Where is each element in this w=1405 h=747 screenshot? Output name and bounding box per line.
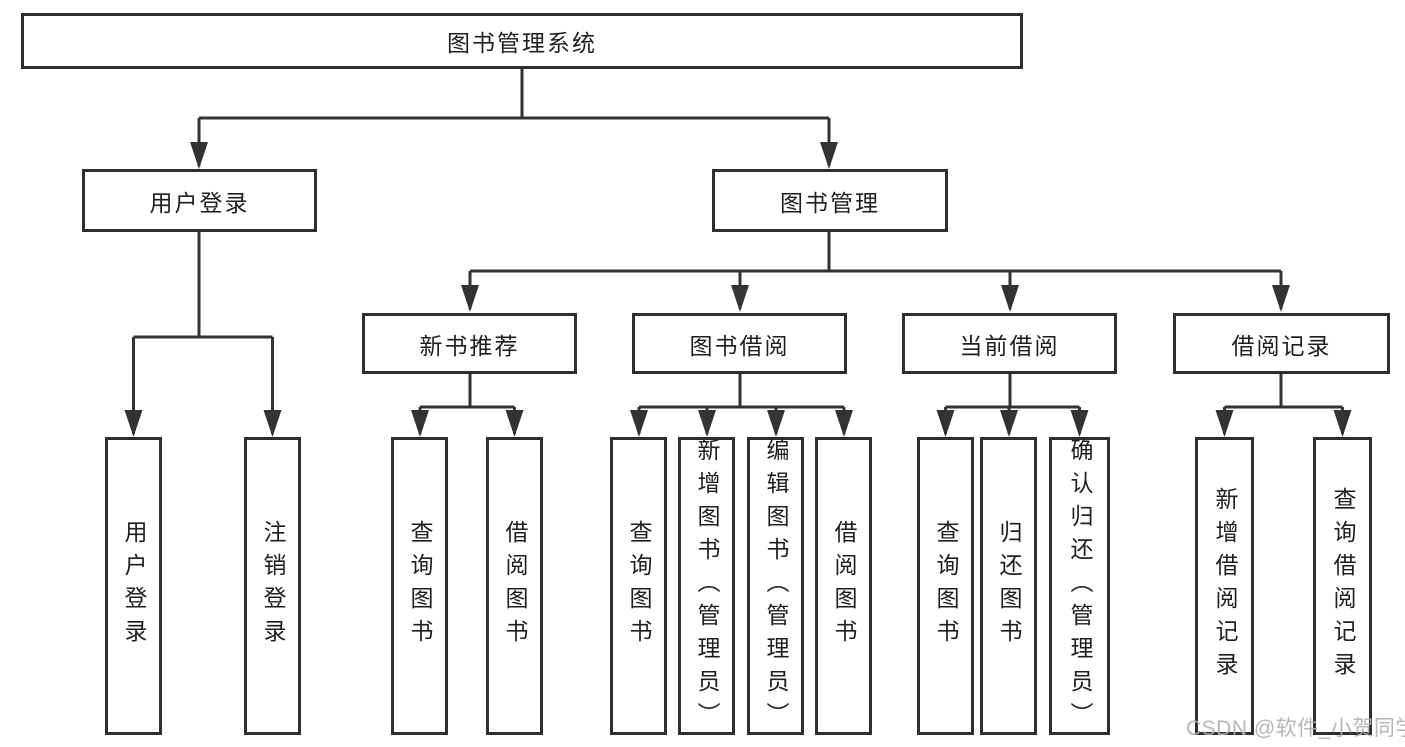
leaf-borrow-books-recommend-label: 借阅图书: [502, 520, 528, 652]
leaf-query-borrowing-record: 查询借阅记录: [1313, 437, 1372, 735]
node-book-management: 图书管理: [712, 169, 948, 232]
node-user-login-module: 用户登录: [82, 169, 317, 232]
leaf-query-books-recommend: 查询图书: [391, 437, 448, 735]
leaf-logout-label: 注销登录: [260, 520, 286, 652]
leaf-query-books-borrowing-label: 查询图书: [626, 520, 652, 652]
node-current-borrowing: 当前借阅: [902, 313, 1117, 374]
node-library-management-system: 图书管理系统: [21, 13, 1023, 69]
leaf-user-login-label: 用户登录: [121, 520, 147, 652]
leaf-confirm-return-admin-label: 确认归还（管理员）: [1067, 437, 1093, 735]
leaf-add-book-admin: 新增图书（管理员）: [678, 437, 735, 735]
leaf-borrow-books-borrowing: 借阅图书: [815, 437, 872, 735]
node-book-borrowing: 图书借阅: [632, 313, 847, 374]
leaf-return-books-label: 归还图书: [996, 520, 1022, 652]
leaf-return-books: 归还图书: [980, 437, 1037, 735]
leaf-query-books-borrowing: 查询图书: [610, 437, 667, 735]
leaf-query-books-recommend-label: 查询图书: [407, 520, 433, 652]
leaf-user-login: 用户登录: [105, 437, 162, 735]
leaf-borrow-books-recommend: 借阅图书: [486, 437, 543, 735]
leaf-logout: 注销登录: [244, 437, 301, 735]
leaf-add-book-admin-label: 新增图书（管理员）: [694, 437, 720, 735]
leaf-borrow-books-borrowing-label: 借阅图书: [831, 520, 857, 652]
leaf-edit-book-admin: 编辑图书（管理员）: [747, 437, 804, 735]
node-borrowing-records: 借阅记录: [1173, 313, 1390, 374]
leaf-query-books-current-label: 查询图书: [933, 520, 959, 652]
leaf-confirm-return-admin: 确认归还（管理员）: [1049, 437, 1110, 735]
leaf-query-borrowing-record-label: 查询借阅记录: [1330, 487, 1356, 685]
node-new-book-recommendation: 新书推荐: [362, 313, 577, 374]
leaf-edit-book-admin-label: 编辑图书（管理员）: [763, 437, 789, 735]
leaf-add-borrowing-record: 新增借阅记录: [1195, 437, 1254, 735]
csdn-watermark: CSDN @软件_小贺同学: [1186, 717, 1405, 740]
leaf-add-borrowing-record-label: 新增借阅记录: [1212, 487, 1238, 685]
leaf-query-books-current: 查询图书: [917, 437, 974, 735]
